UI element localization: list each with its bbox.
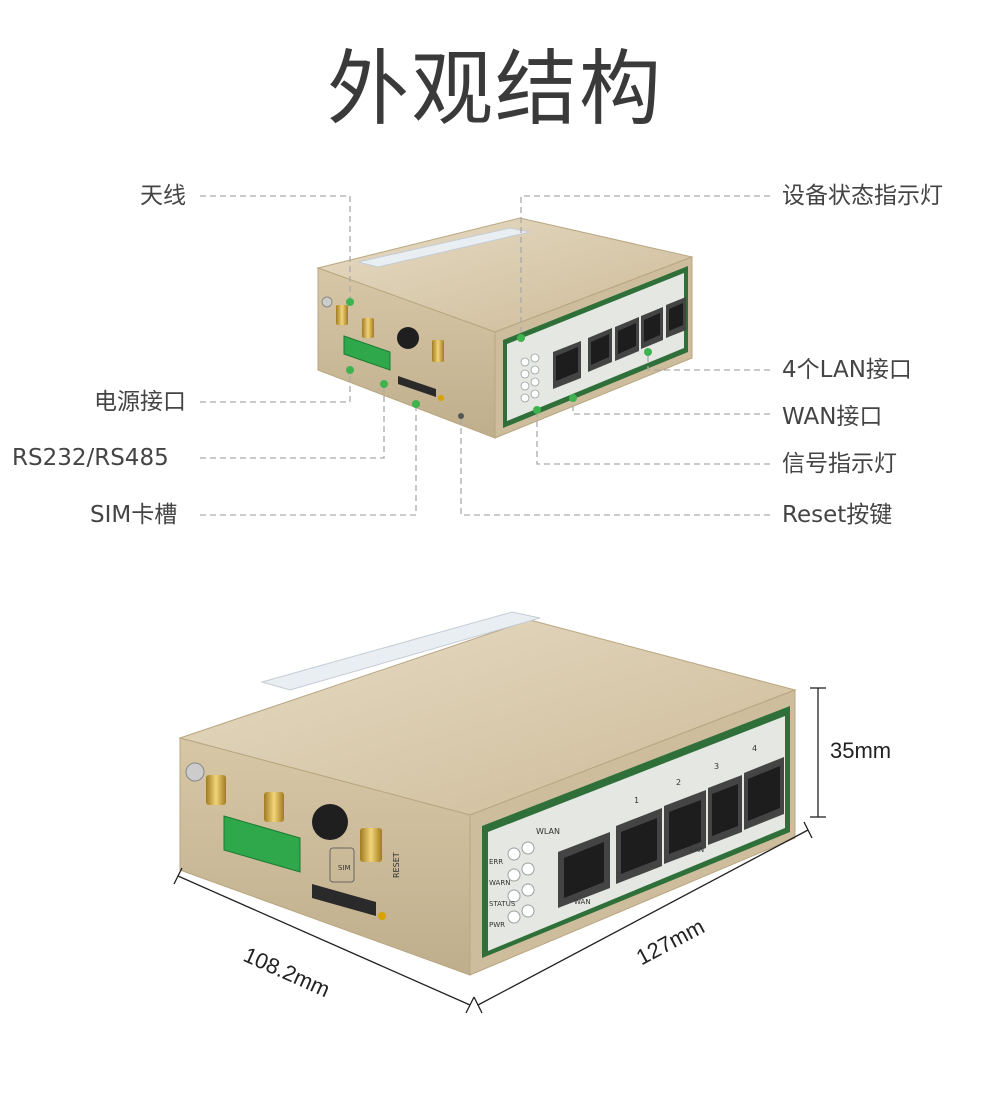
port-number-2: 2 xyxy=(676,778,682,787)
callout-power: 电源接口 xyxy=(94,389,186,415)
callout-status-led: 设备状态指示灯 xyxy=(782,183,943,209)
port-number-3: 3 xyxy=(714,762,720,771)
bottom-terminal-block xyxy=(223,815,301,873)
callout-reset: Reset按键 xyxy=(782,502,893,528)
top-terminal-block xyxy=(343,335,391,371)
bottom-sim-slot xyxy=(312,884,376,916)
dimension-height: 35mm xyxy=(830,738,892,763)
top-sim-slot xyxy=(398,376,436,397)
top-led-column xyxy=(520,353,540,403)
callout-lan: 4个LAN接口 xyxy=(782,357,912,383)
bottom-wan-port xyxy=(558,832,610,908)
led-label-err: ERR xyxy=(489,858,504,866)
led-labels: ERR WARN STATUS PWR xyxy=(489,852,515,936)
wan-label: WAN xyxy=(574,898,591,906)
bottom-lan-ports xyxy=(616,757,784,884)
top-lan-ports xyxy=(588,297,686,372)
page-title: 外观结构 xyxy=(326,42,663,137)
reset-label: RESET xyxy=(392,852,401,878)
callout-wan: WAN接口 xyxy=(782,404,883,430)
sim-label: SIM xyxy=(338,864,351,872)
callout-antenna: 天线 xyxy=(140,183,186,209)
callout-sim: SIM卡槽 xyxy=(90,502,178,528)
bottom-antenna-connectors xyxy=(206,775,382,862)
port-number-4: 4 xyxy=(752,744,758,753)
port-number-1: 1 xyxy=(634,796,640,805)
led-label-pwr: PWR xyxy=(489,921,506,929)
wlan-label: WLAN xyxy=(536,827,561,836)
led-label-status: STATUS xyxy=(489,900,516,908)
lan-label: LAN xyxy=(690,846,705,854)
callout-serial: RS232/RS485 xyxy=(12,445,169,471)
top-antenna-connectors xyxy=(336,305,444,362)
top-wan-port xyxy=(553,341,581,389)
callout-signal-led: 信号指示灯 xyxy=(782,451,897,477)
bottom-led-column xyxy=(507,841,535,924)
led-label-warn: WARN xyxy=(489,879,511,887)
